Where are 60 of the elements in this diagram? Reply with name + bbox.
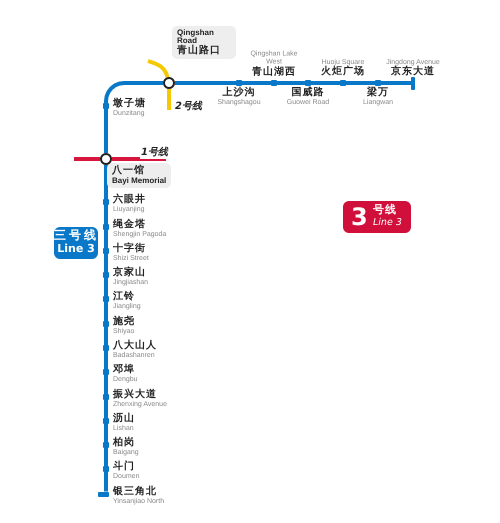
station-name-chinese: 青山湖西 <box>251 68 297 78</box>
station-name-chinese: 十字街 <box>113 244 147 254</box>
station-name-chinese: 梁万 <box>366 88 390 98</box>
interchange-station-marker <box>100 153 112 165</box>
station-name-chinese: 八一馆 <box>112 166 146 176</box>
terminal-station-marker <box>411 76 415 90</box>
track-line <box>104 424 108 442</box>
station-name-chinese: 绳金塔 <box>113 220 147 230</box>
line-name-chinese: 三号线 <box>54 229 98 243</box>
terminal-station-marker <box>98 492 108 496</box>
line-name-english: Line 3 <box>56 242 96 256</box>
track-line <box>311 81 340 85</box>
track-line <box>346 81 375 85</box>
track-line <box>104 109 108 153</box>
station-name-chinese: 国威路 <box>290 88 326 98</box>
line-label: 1号线 <box>140 145 169 159</box>
station-name-chinese: 施尧 <box>113 317 135 328</box>
track-line <box>277 81 305 85</box>
interchange-station-marker <box>163 77 175 89</box>
line-name-chinese: 号线 <box>373 204 397 217</box>
track-line <box>104 327 108 345</box>
station-name-chinese: 柏岗 <box>113 438 136 448</box>
station-name-chinese: 江铃 <box>113 292 136 302</box>
station-name-chinese: 墩子塘 <box>113 99 146 110</box>
station-name-chinese: 火炬广场 <box>320 68 366 78</box>
track-line <box>104 205 108 224</box>
track-line <box>381 81 411 85</box>
line-segment <box>112 157 166 161</box>
track-line <box>104 278 108 296</box>
station-name-chinese: 沥山 <box>113 414 135 424</box>
station-name-chinese: 振兴大道 <box>113 390 158 400</box>
track-line <box>104 230 108 248</box>
station-name-chinese: 六眼井 <box>113 195 146 206</box>
track-line <box>242 81 271 85</box>
station-name-chinese: 银三角北 <box>113 487 158 498</box>
track-line <box>175 81 236 85</box>
track-line <box>104 448 108 466</box>
station-name-chinese: 京东大道 <box>391 68 436 78</box>
station-name-chinese: 京家山 <box>113 268 147 278</box>
station-name-chinese: 八大山人 <box>113 341 157 352</box>
track-line <box>104 351 108 369</box>
station-name-chinese: 斗门 <box>113 462 136 472</box>
station-name-chinese: 上沙沟 <box>222 88 256 98</box>
line-label: 2号线 <box>174 99 203 113</box>
track-line <box>104 400 108 418</box>
track-line <box>104 254 108 272</box>
station-name-english: Qingshan Road <box>177 29 215 46</box>
line-name-english: Line 3 <box>373 218 402 229</box>
line-segment <box>167 89 171 110</box>
track-line <box>104 472 108 492</box>
station-name-chinese: 邓埠 <box>113 365 136 376</box>
track-line <box>104 375 108 394</box>
line-segment <box>147 59 170 78</box>
line-segment <box>74 157 100 161</box>
station-name-chinese: 青山路口 <box>177 46 222 56</box>
track-line <box>104 81 163 103</box>
track-line <box>104 302 108 321</box>
track-line <box>104 165 108 199</box>
line-number: 3 <box>351 204 368 230</box>
station-name-english: Bayi Memorial <box>112 176 166 185</box>
